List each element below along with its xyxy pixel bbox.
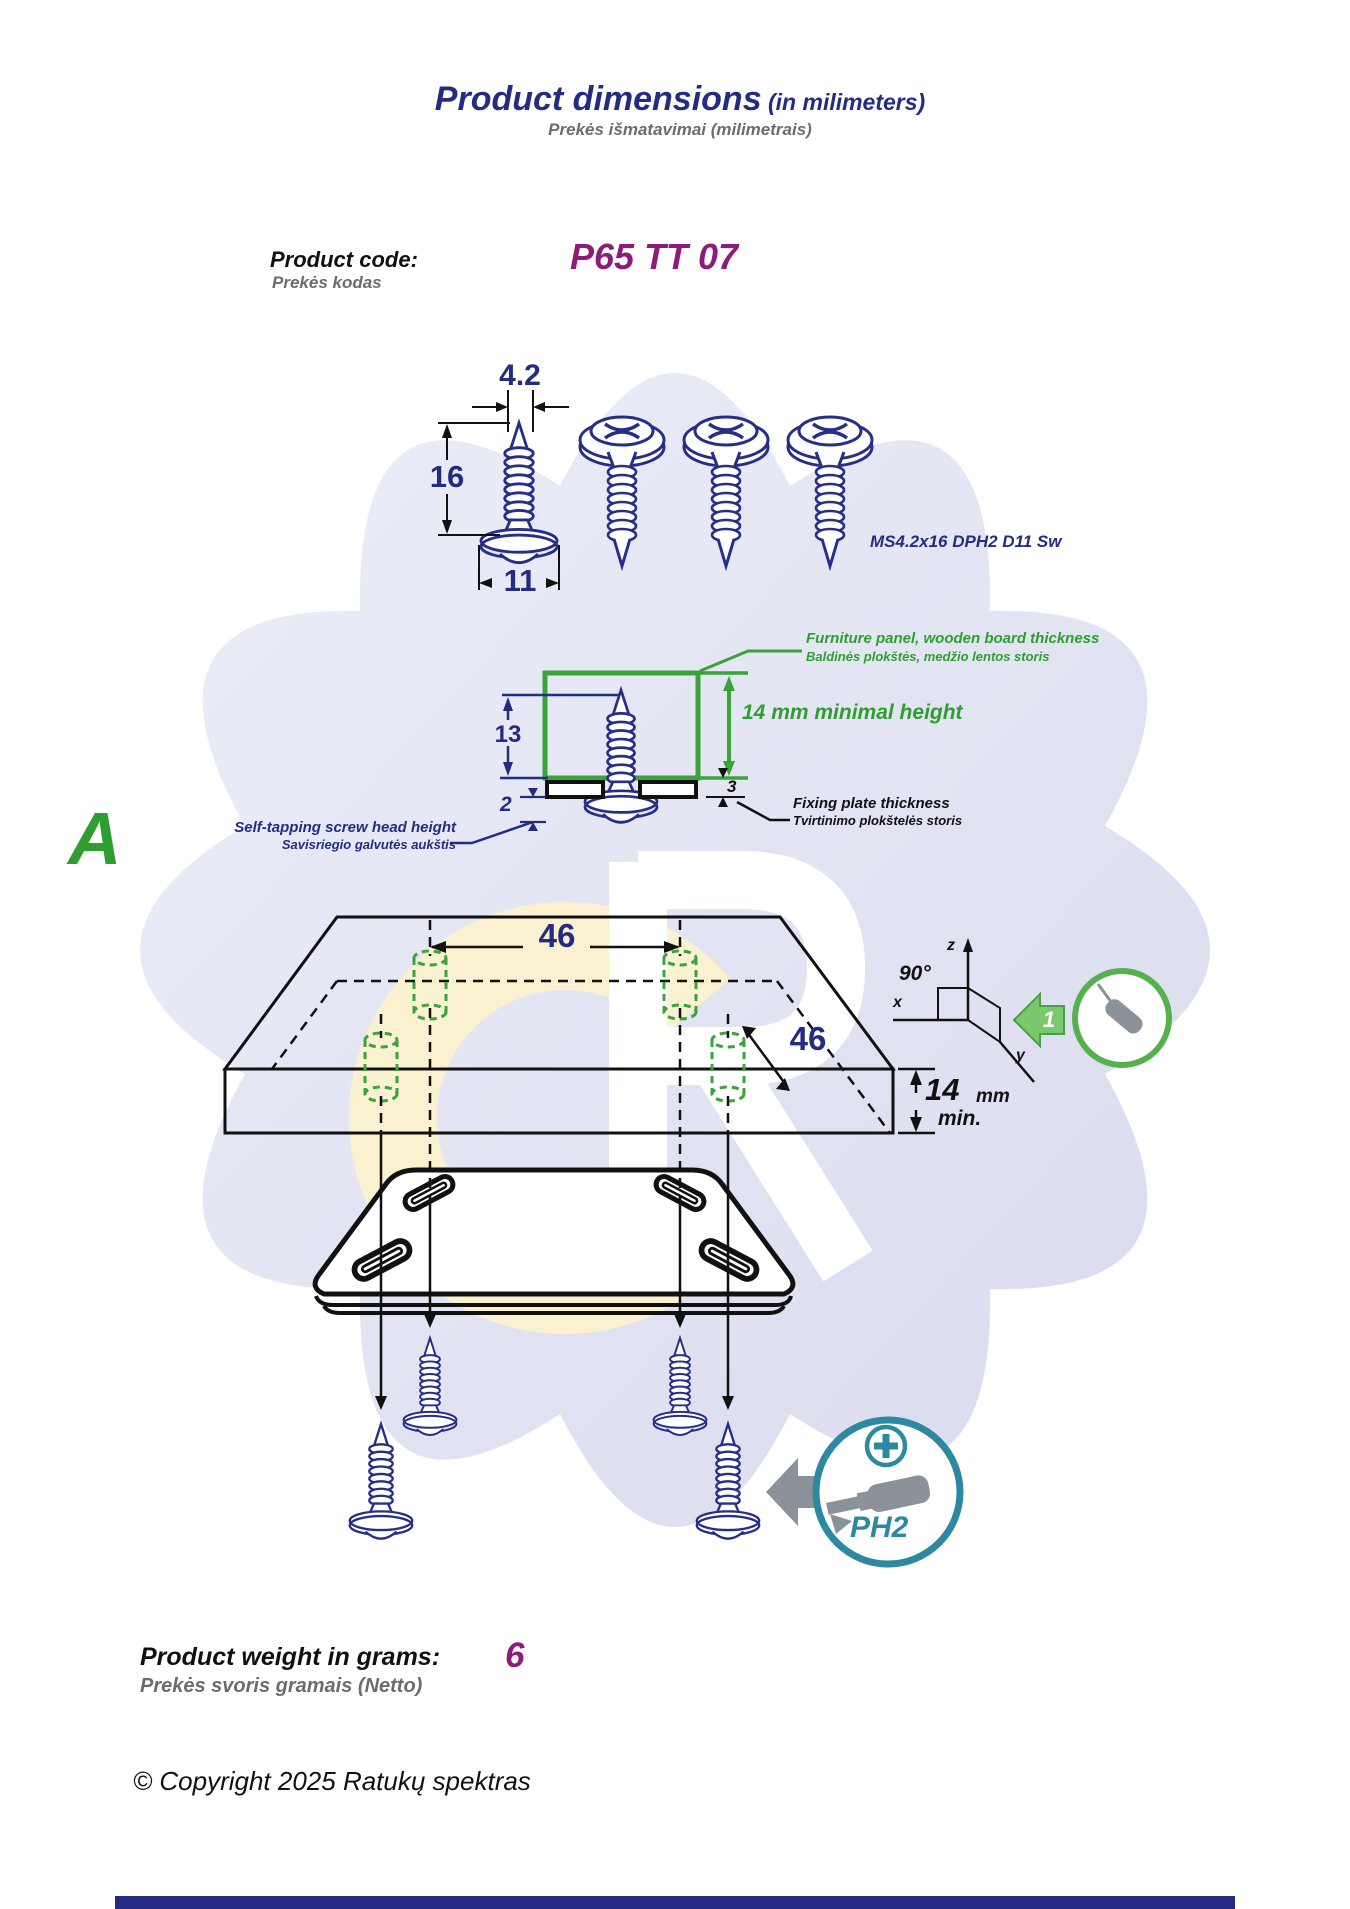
dim-head-height: 2	[500, 793, 512, 816]
dim-hole-spacing-x: 46	[538, 917, 576, 954]
step-arrow-icon	[1012, 991, 1065, 1049]
fixing-plate-left-section	[545, 780, 605, 799]
dim-screw-head-diameter: 11	[503, 563, 537, 598]
step-number: 1	[1042, 1007, 1056, 1032]
pointer-triangle-icon	[830, 1514, 852, 1534]
page-title-main: Product dimensions	[434, 80, 762, 118]
section-a-marker: A	[68, 797, 122, 880]
dim-screw-diameter: 4.2	[499, 359, 541, 392]
product-code-label-lt: Prekės kodas	[272, 273, 382, 292]
fixing-plate-right-section	[638, 780, 698, 799]
board-dimension-lines	[430, 941, 935, 1135]
angle-label: 90°	[899, 962, 931, 985]
screwdriver-icon	[826, 1475, 931, 1515]
dim-board-thickness: 14	[925, 1072, 960, 1107]
min-height-label: 14 mm minimal height	[742, 701, 963, 724]
ph2-screwdriver-icon	[766, 1416, 964, 1568]
bradawl-icon	[1072, 968, 1172, 1068]
fixing-plate-label-lt: Tvirtinimo plokštelės storis	[793, 813, 963, 828]
pilot-hole	[662, 949, 698, 1021]
furniture-panel-label-lt: Baldinės plokštės, medžio lentos storis	[806, 649, 1050, 664]
dim-board-thickness-unit: mm	[976, 1086, 1010, 1107]
screw-head-label-lt: Savisriegio galvutės aukštis	[281, 837, 456, 852]
screw-spec-label: MS4.2x16 DPH2 D11 Sw	[870, 532, 1062, 551]
dim-board-thickness-note: min.	[938, 1107, 982, 1130]
product-code-label: Product code:	[270, 247, 418, 272]
axis-z-label: z	[947, 937, 955, 954]
page-subtitle: Prekės išmatavimai (milimetrais)	[548, 120, 812, 139]
ph2-bit-label: PH2	[850, 1511, 909, 1544]
dim-hole-spacing-y: 46	[789, 1020, 827, 1057]
fixing-plate-label-en: Fixing plate thickness	[793, 795, 950, 812]
axis-x-label: x	[893, 994, 902, 1011]
board-3d	[222, 915, 896, 1135]
dim-13-lines	[500, 693, 618, 780]
page-title-suffix: (in milimeters)	[761, 89, 926, 115]
screw-dimension-lines	[438, 390, 569, 590]
insert-arrow-icon	[766, 1458, 820, 1526]
axis-y-label: y	[1016, 1047, 1025, 1064]
dim-plate-thickness: 3	[727, 777, 737, 796]
footer-bar	[115, 1896, 1235, 1909]
weight-label: Product weight in grams:	[140, 1643, 441, 1671]
dim-3-lines	[706, 768, 790, 822]
screw-head-leader	[450, 820, 534, 845]
fixing-plate-leader	[736, 800, 790, 822]
min-height-arrow	[699, 649, 802, 780]
product-screws	[578, 415, 874, 568]
furniture-panel-leader	[699, 649, 802, 673]
weight-value: 6	[505, 1636, 525, 1675]
plate-slots	[351, 1174, 760, 1282]
alignment-lines	[375, 920, 734, 1410]
copyright-text: © Copyright 2025 Ratukų spektras	[133, 1766, 531, 1796]
cross-section-diagram	[450, 649, 802, 845]
pilot-holes	[363, 949, 746, 1103]
axis-diagram	[893, 938, 1035, 1083]
furniture-panel-label-en: Furniture panel, wooden board thickness	[806, 630, 1100, 647]
screw-head-label-en: Self-tapping screw head height	[234, 819, 456, 836]
dim-2-lines	[450, 788, 546, 845]
fixing-plate	[312, 1167, 796, 1315]
dim-screw-length: 16	[429, 459, 465, 494]
pilot-hole	[412, 949, 448, 1021]
dim-screw-protrusion: 13	[494, 721, 522, 748]
page-title: Product dimensions (in milimeters)	[330, 80, 1030, 118]
product-code-value: P65 TT 07	[570, 236, 739, 277]
weight-label-lt: Prekės svoris gramais (Netto)	[140, 1675, 423, 1697]
board-hidden-edges	[270, 979, 892, 1134]
